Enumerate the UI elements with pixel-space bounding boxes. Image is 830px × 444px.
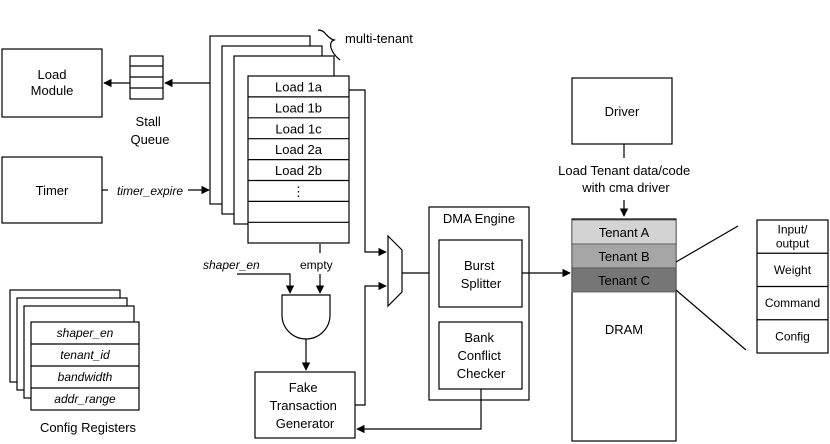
load-queue-to-mux-arrow	[349, 89, 387, 257]
load-queue-entry: Load 1b	[275, 100, 322, 115]
config-registers: shaper_en tenant_id bandwidth addr_range Co…	[9, 289, 140, 435]
mux	[387, 234, 403, 308]
timer-expire-label: timer_expire	[117, 184, 183, 198]
burst-splitter-label: Burst Splitter	[461, 258, 502, 291]
and-gate	[281, 294, 331, 340]
load-queue-entry: Load 2a	[275, 142, 323, 157]
fake-transaction-generator-label: Fake Transaction Generator	[269, 380, 340, 431]
config-registers-caption: Config Registers	[40, 420, 137, 435]
segment-label: Command	[765, 296, 820, 310]
dram-tenant-region	[571, 267, 677, 293]
config-register-fields: shaper_en tenant_id bandwidth addr_range	[31, 326, 139, 406]
empty-label: empty	[300, 258, 333, 272]
config-field: shaper_en	[57, 326, 114, 340]
multi-tenant-brace	[317, 29, 341, 61]
stall-queue-label: Stall Queue	[130, 114, 169, 147]
segment-label: Weight	[774, 263, 812, 277]
load-queue-entry: ⋮	[292, 184, 305, 199]
checker-to-fake-arrow	[356, 389, 482, 434]
load-queue-entry: Load 1c	[275, 121, 322, 136]
dram: Tenant A Tenant B Tenant C DRAM	[571, 218, 677, 442]
dram-tenants: Tenant A Tenant B Tenant C	[571, 219, 677, 293]
segment-label: Input/output	[776, 223, 810, 251]
dma-engine-title: DMA Engine	[443, 211, 515, 226]
dram-label: DRAM	[605, 322, 643, 337]
bank-conflict-checker-label: Bank Conflict Checker	[457, 330, 506, 381]
bank-conflict-checker	[438, 321, 523, 390]
config-field: bandwidth	[58, 370, 113, 384]
load-queue-stack: Load 1a Load 1b Load 1c Load 2a Load 2b ⋮	[209, 35, 350, 244]
load-queue-rows: Load 1a Load 1b Load 1c Load 2a Load 2b ⋮	[248, 79, 349, 223]
dram-tenant-label: Tenant A	[599, 225, 650, 240]
fake-to-mux-arrow	[355, 281, 387, 406]
multi-tenant-label: multi-tenant	[345, 31, 413, 46]
driver-note: Load Tenant data/code with cma driver	[558, 163, 694, 195]
dram-tenant-label: Tenant C	[598, 273, 650, 288]
dma-engine: DMA Engine Burst Splitter Bank Conflict …	[428, 206, 530, 401]
shaper-en-arrow	[237, 273, 295, 294]
dram-tenant-region	[571, 219, 677, 245]
config-field: addr_range	[54, 392, 116, 406]
timer-block: Timer	[1, 156, 103, 224]
zoom-line-top	[675, 225, 739, 263]
zoom-line-bottom	[675, 289, 747, 351]
shaper-en-label: shaper_en	[203, 258, 260, 272]
dram-tenant-label: Tenant B	[598, 249, 649, 264]
load-queue-entry: Load 1a	[275, 79, 323, 94]
load-queue-entry: Load 2b	[275, 163, 322, 178]
driver-block: Driver	[571, 77, 673, 145]
driver-label: Driver	[605, 104, 640, 119]
segment-label: Config	[775, 329, 810, 343]
timer-label: Timer	[36, 183, 69, 198]
config-field: tenant_id	[60, 348, 110, 362]
fake-transaction-generator: Fake Transaction Generator	[254, 371, 356, 439]
burst-splitter	[438, 239, 523, 308]
stall-queue: Stall Queue	[129, 55, 170, 147]
